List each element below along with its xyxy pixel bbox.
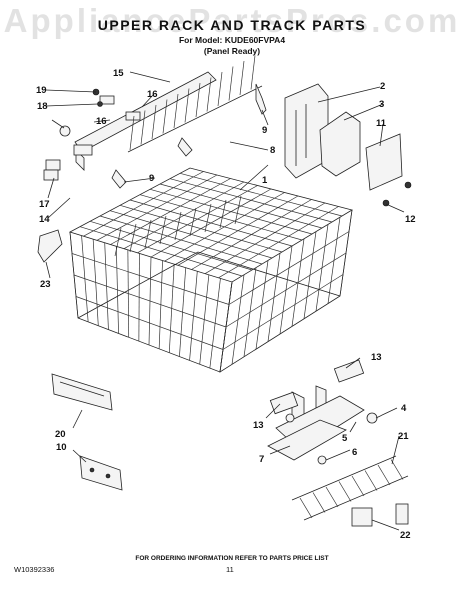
- callout-8: 8: [270, 145, 275, 156]
- leader-lines: [45, 71, 405, 531]
- callout-1: 1: [262, 175, 268, 186]
- callout-12: 12: [405, 214, 416, 225]
- callout-19: 19: [36, 85, 47, 96]
- tine-row: [127, 55, 263, 153]
- callout-6: 6: [352, 447, 357, 458]
- adjuster-springs: [269, 359, 365, 415]
- track-stop-bracket: [79, 455, 123, 491]
- adjuster-arm: [319, 111, 361, 177]
- callout-numbers: 1 2 3 4 5 6 7 8 9 9 10 11 12 13 13 14 15…: [36, 68, 416, 541]
- callout-18: 18: [37, 101, 48, 112]
- document-id: W10392336: [14, 565, 55, 574]
- track-stop-parts: [43, 88, 141, 181]
- callout-2: 2: [380, 81, 385, 92]
- callout-14: 14: [39, 214, 50, 225]
- callout-17: 17: [39, 199, 50, 210]
- callout-11: 11: [376, 118, 387, 129]
- cup-shelf-wires: [291, 455, 409, 521]
- callout-9a: 9: [262, 125, 267, 136]
- model-line: For Model: KUDE60FVPA4: [178, 35, 286, 45]
- page-title: UPPER RACK AND TRACK PARTS: [97, 17, 367, 33]
- cup-shelf-clips: [351, 503, 409, 527]
- panel-line: (Panel Ready): [203, 46, 261, 56]
- page-number: 11: [226, 565, 234, 574]
- ordering-note: FOR ORDERING INFORMATION REFER TO PARTS …: [135, 555, 329, 562]
- rack-wheel-clip: [37, 229, 63, 263]
- callout-13a: 13: [371, 352, 382, 363]
- callout-10: 10: [56, 442, 67, 453]
- callout-5: 5: [342, 433, 348, 444]
- callout-15: 15: [113, 68, 124, 79]
- callout-3: 3: [379, 99, 384, 110]
- rack-adjuster-assembly: [267, 385, 378, 465]
- callout-22: 22: [400, 530, 411, 541]
- upper-rack: [68, 167, 354, 373]
- tine-clips: [111, 83, 267, 189]
- callout-21: 21: [398, 431, 409, 442]
- callout-23: 23: [40, 279, 51, 290]
- callout-16a: 16: [147, 89, 158, 100]
- adjuster-cover: [365, 133, 412, 207]
- track-end-cap: [51, 373, 113, 411]
- callout-4: 4: [401, 403, 407, 414]
- callout-20: 20: [55, 429, 66, 440]
- callout-7: 7: [259, 454, 264, 465]
- callout-9b: 9: [149, 173, 154, 184]
- callout-16b: 16: [96, 116, 107, 127]
- callout-13b: 13: [253, 420, 264, 431]
